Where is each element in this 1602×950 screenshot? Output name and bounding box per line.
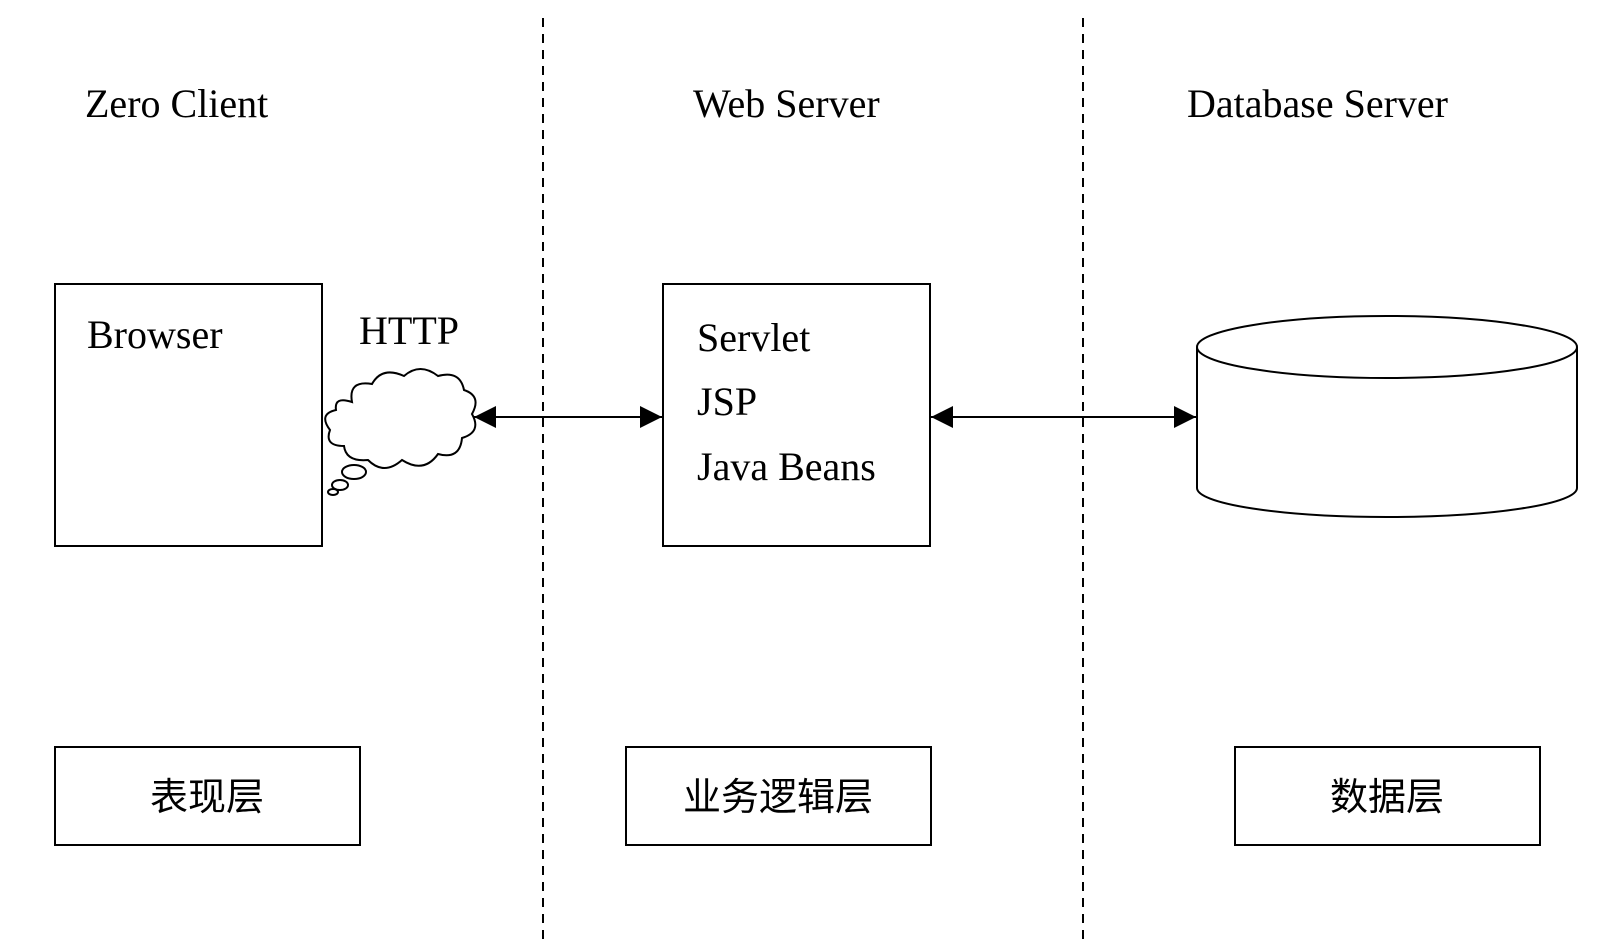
tier-label-data: 数据层 — [1330, 775, 1444, 819]
column-heading-client: Zero Client — [85, 81, 268, 126]
tier-label-presentation: 表现层 — [150, 775, 264, 819]
tier-box-presentation — [54, 746, 361, 846]
browser-label: Browser — [87, 312, 223, 357]
java-beans-label: Java Beans — [697, 444, 876, 489]
tier-label-business: 业务逻辑层 — [683, 775, 873, 819]
column-heading-web: Web Server — [693, 81, 880, 126]
tier-box-data — [1234, 746, 1541, 846]
column-heading-database: Database Server — [1187, 81, 1448, 126]
http-label: HTTP — [359, 308, 459, 353]
web-server-box — [662, 283, 931, 547]
jsp-label: JSP — [697, 379, 757, 424]
tier-box-business — [625, 746, 932, 846]
servlet-label: Servlet — [697, 315, 810, 360]
browser-box — [54, 283, 323, 547]
database-icon — [1196, 315, 1578, 518]
cloud-icon — [324, 368, 477, 496]
